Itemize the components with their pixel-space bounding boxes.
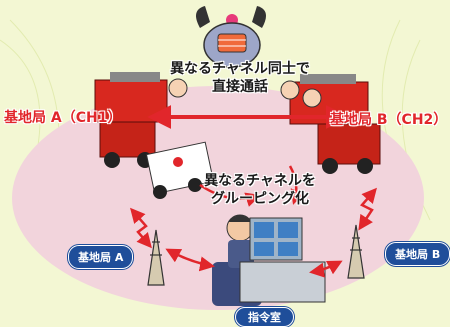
diagram-canvas: 異なるチャネル同士で 直接通話 基地局 A（CH1） 基地局 B（CH2） 異な… bbox=[0, 6, 450, 327]
base-a-pill: 基地局 A bbox=[68, 245, 134, 269]
signal-arrow bbox=[358, 187, 377, 231]
base-b-pill: 基地局 B bbox=[385, 242, 450, 266]
direct-call-caption: 異なるチャネル同士で 直接通話 bbox=[160, 60, 320, 96]
signal-arrow bbox=[130, 207, 152, 249]
signal-arrow bbox=[288, 165, 305, 205]
direct-call-line2: 直接通話 bbox=[212, 79, 268, 95]
signal-arrow bbox=[309, 260, 343, 278]
ambulance-icon bbox=[145, 141, 215, 199]
radio-tower-icon bbox=[347, 224, 365, 279]
signal-arrow bbox=[199, 183, 261, 207]
base-b-channel-label: 基地局 B（CH2） bbox=[330, 112, 448, 128]
grouping-line1: 異なるチャネルを bbox=[204, 173, 316, 189]
direct-call-line1: 異なるチャネル同士で bbox=[170, 61, 310, 77]
diagram-graphics bbox=[0, 6, 431, 310]
control-room-pill: 指令室 bbox=[235, 307, 294, 327]
signal-arrow bbox=[165, 248, 215, 272]
radio-tower-icon bbox=[147, 229, 165, 286]
monster-icon bbox=[196, 6, 266, 68]
grouping-line2: グルーピング化 bbox=[211, 191, 309, 207]
grouping-caption: 異なるチャネルを グルーピング化 bbox=[190, 172, 330, 208]
base-a-channel-label: 基地局 A（CH1） bbox=[4, 110, 122, 126]
